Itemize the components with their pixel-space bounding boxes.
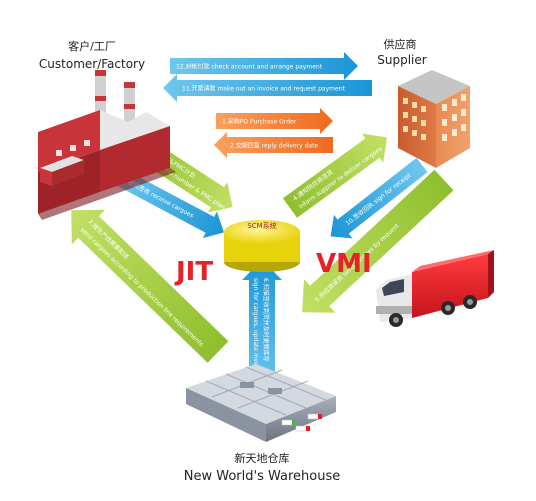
arrow-11-invoice: 11.开票请款 make out an invoice and request …: [163, 74, 372, 102]
scm-system-label: SCM系统: [247, 221, 276, 230]
vmi-label: VMI: [316, 249, 372, 279]
arrow-7-sublabel: send cargoes according to production lin…: [79, 226, 205, 348]
factory-label-en: Customer/Factory: [39, 57, 145, 71]
arrow-11-label: 11.开票请款 make out an invoice and request …: [182, 85, 345, 93]
arrow-1-purchase-order: 1.采购PO Purchase Order: [216, 108, 333, 134]
supplier-label-en: Supplier: [377, 53, 427, 67]
warehouse-label-en: New World's Warehouse: [184, 469, 340, 484]
supplier-building: [398, 70, 470, 168]
arrow-12-check-account: 12.对帐付款 check account and arrange paymen…: [170, 52, 358, 80]
warehouse-illustration: [186, 364, 336, 442]
arrow-2-reply-delivery: 2.交期回复 reply delivery date: [214, 132, 333, 158]
factory-label-cn: 客户/工厂: [68, 39, 116, 53]
scm-system: SCM系统: [224, 220, 300, 272]
arrow-6-label: 6.扫描签收到货并及时更新库存: [262, 278, 270, 362]
arrow-1-label: 1.采购PO Purchase Order: [222, 118, 297, 126]
jit-label: JIT: [174, 257, 213, 287]
arrow-6-update-inventory: 6.扫描签收到货并及时更新库存 sign for cargoes, update…: [242, 260, 282, 392]
arrow-12-label: 12.对帐付款 check account and arrange paymen…: [176, 63, 323, 71]
arrow-2-label: 2.交期回复 reply delivery date: [230, 142, 318, 150]
supplier-label-cn: 供应商: [384, 37, 417, 51]
factory-illustration: [38, 70, 176, 220]
arrow-6-sublabel: sign for cargoes, update inventory: [252, 278, 259, 382]
warehouse-label-cn: 新天地仓库: [235, 451, 290, 465]
truck-illustration: [376, 250, 494, 327]
